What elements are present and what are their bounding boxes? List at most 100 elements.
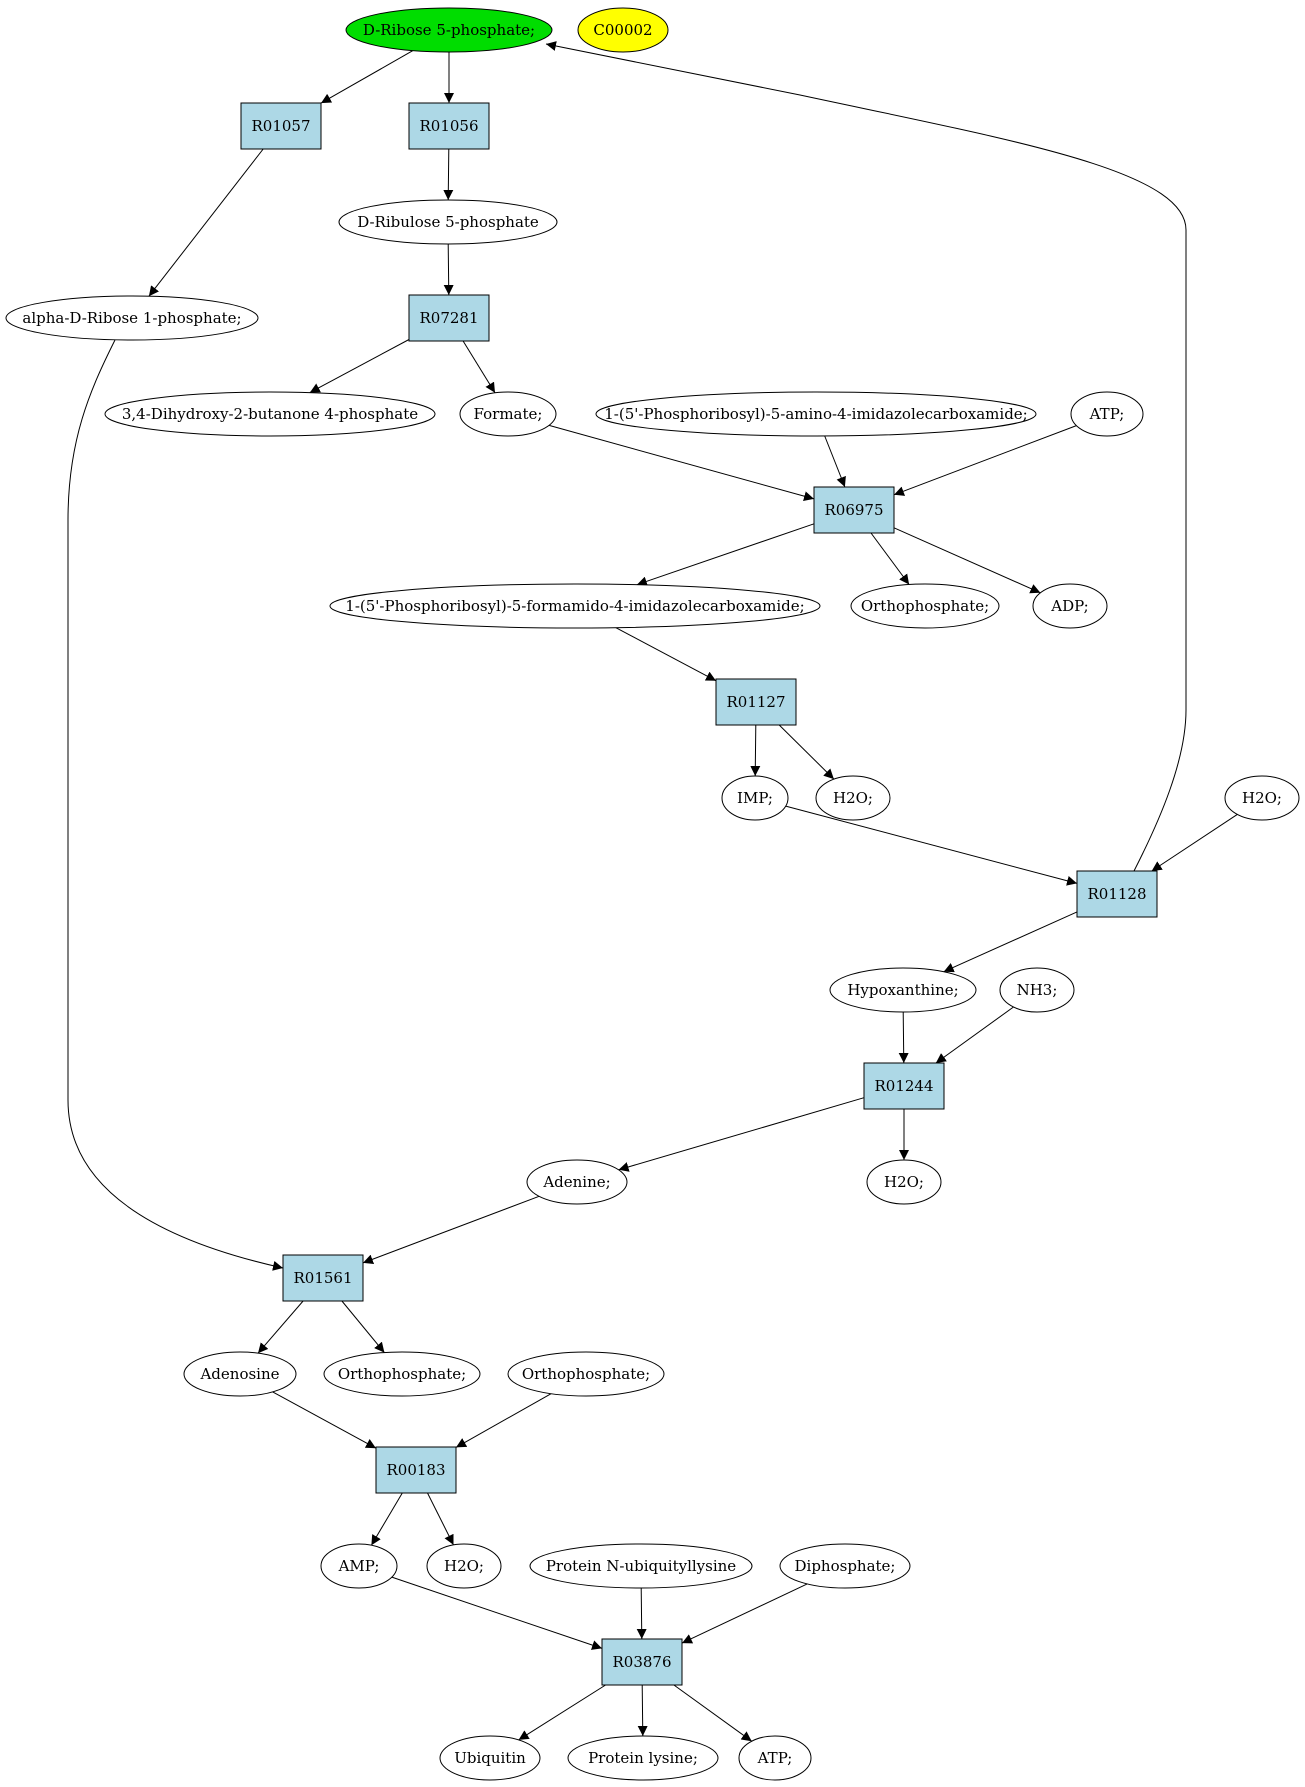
- compound-label: ATP;: [1089, 405, 1125, 423]
- compound-label: ATP;: [757, 1749, 793, 1767]
- edge-r03876-to-c-atp2: [673, 1684, 752, 1742]
- compound-label: Protein N-ubiquityllysine: [546, 1557, 736, 1575]
- compound-node-faicar: 1-(5'-Phosphoribosyl)-5-formamido-4-imid…: [329, 583, 821, 629]
- compound-ellipse: [815, 775, 891, 821]
- compound-node-hypox: Hypoxanthine;: [829, 967, 977, 1013]
- compound-node-imp: IMP;: [721, 775, 789, 821]
- reaction-node-r01561: R01561: [282, 1254, 364, 1302]
- compound-ellipse: [345, 7, 553, 53]
- reaction-box: [715, 678, 797, 726]
- compound-node-c00002: C00002: [577, 7, 669, 53]
- reaction-node-r06975: R06975: [813, 486, 895, 534]
- compound-label: Adenine;: [542, 1173, 610, 1191]
- compound-ellipse: [1032, 583, 1108, 629]
- compound-ellipse: [567, 1735, 719, 1781]
- edge-c-pi3-to-r00183: [455, 1393, 552, 1448]
- compound-ellipse: [338, 199, 558, 245]
- compound-label: H2O;: [444, 1557, 484, 1575]
- compound-ellipse: [529, 1543, 753, 1589]
- edge-r01057-to-c-ribose1p: [148, 148, 264, 297]
- compound-label: Formate;: [474, 405, 543, 423]
- compound-node-h2o4: H2O;: [426, 1543, 502, 1589]
- reaction-node-r03876: R03876: [601, 1638, 683, 1686]
- reaction-label: R06975: [824, 501, 883, 519]
- edge-c-h2o2-to-r01128: [1151, 813, 1238, 872]
- edge-r01127-to-c-h2o1: [778, 724, 835, 780]
- edge-c-hypox-to-r01244: [898, 1011, 909, 1064]
- edge-r03876-to-c-plys: [637, 1684, 648, 1737]
- compound-label: 3,4-Dihydroxy-2-butanone 4-phosphate: [122, 405, 418, 423]
- reaction-label: R03876: [612, 1653, 671, 1671]
- edge-c-ribose1p-to-r01561: [67, 339, 284, 1271]
- compound-node-atp1: ATP;: [1070, 391, 1144, 437]
- edge-r01561-to-c-adenosine: [257, 1300, 304, 1354]
- compound-node-plys: Protein lysine;: [567, 1735, 719, 1781]
- compound-node-pnul: Protein N-ubiquityllysine: [529, 1543, 753, 1589]
- compound-ellipse: [526, 1159, 628, 1205]
- compound-label: D-Ribose 5-phosphate;: [363, 21, 535, 39]
- reaction-label: R01128: [1087, 885, 1146, 903]
- compound-label: D-Ribulose 5-phosphate: [357, 213, 539, 231]
- compound-node-pi2: Orthophosphate;: [323, 1351, 481, 1397]
- edge-r06975-to-c-faicar: [636, 523, 815, 587]
- compound-ellipse: [104, 391, 436, 437]
- compound-ellipse: [721, 775, 789, 821]
- compound-node-ribose1p: alpha-D-Ribose 1-phosphate;: [5, 295, 259, 341]
- edge-r07281-to-c-dhbp: [309, 339, 410, 394]
- compound-node-h2o3: H2O;: [866, 1159, 942, 1205]
- edge-c-ribulose5p-to-r07281: [443, 243, 454, 296]
- compound-label: Diphosphate;: [795, 1557, 896, 1575]
- reaction-box: [408, 294, 490, 342]
- edge-r01244-to-c-adenine: [618, 1097, 865, 1172]
- compound-node-ribulose5p: D-Ribulose 5-phosphate: [338, 199, 558, 245]
- compound-node-aicar: 1-(5'-Phosphoribosyl)-5-amino-4-imidazol…: [595, 391, 1037, 437]
- compound-node-ribose5p: D-Ribose 5-phosphate;: [345, 7, 553, 53]
- compound-ellipse: [999, 967, 1075, 1013]
- compound-node-dhbp: 3,4-Dihydroxy-2-butanone 4-phosphate: [104, 391, 436, 437]
- edge-r07281-to-c-formate: [462, 340, 496, 394]
- edge-r00183-to-c-amp: [370, 1492, 403, 1546]
- reaction-label: R01057: [251, 117, 310, 135]
- edge-c-faicar-to-r01127: [615, 627, 717, 682]
- reaction-box: [282, 1254, 364, 1302]
- compound-label: Orthophosphate;: [861, 597, 989, 615]
- edge-r03876-to-c-ubiquitin: [518, 1684, 606, 1741]
- compound-node-formate: Formate;: [459, 391, 557, 437]
- compound-label: Protein lysine;: [588, 1749, 698, 1767]
- compound-label: Orthophosphate;: [338, 1365, 466, 1383]
- compound-node-h2o2: H2O;: [1224, 775, 1300, 821]
- edge-r01127-to-c-imp: [750, 724, 761, 777]
- compound-ellipse: [426, 1543, 502, 1589]
- compound-label: IMP;: [737, 789, 773, 807]
- edge-c-amp-to-r03876: [391, 1576, 603, 1650]
- compound-ellipse: [829, 967, 977, 1013]
- edge-c-adenine-to-r01561: [362, 1195, 540, 1265]
- reaction-box: [601, 1638, 683, 1686]
- edge-r01561-to-c-pi2: [341, 1300, 385, 1353]
- compound-ellipse: [183, 1351, 297, 1397]
- edge-c-ppi-to-r03876: [681, 1583, 808, 1644]
- compound-node-ppi: Diphosphate;: [779, 1543, 911, 1589]
- edge-c-formate-to-r06975: [548, 424, 815, 502]
- reaction-label: R01244: [874, 1077, 933, 1095]
- compound-ellipse: [329, 583, 821, 629]
- compound-node-nh3: NH3;: [999, 967, 1075, 1013]
- compound-node-ubiquitin: Ubiquitin: [439, 1735, 541, 1781]
- compound-ellipse: [5, 295, 259, 341]
- edge-c-aicar-to-r06975: [824, 435, 846, 488]
- compound-node-amp: AMP;: [320, 1543, 398, 1589]
- compound-ellipse: [850, 583, 1000, 629]
- edge-c-imp-to-r01128: [785, 805, 1078, 886]
- edge-r06975-to-c-pi1: [870, 532, 910, 585]
- edge-c-pnul-to-r03876: [636, 1587, 647, 1640]
- compound-ellipse: [866, 1159, 942, 1205]
- compound-ellipse: [439, 1735, 541, 1781]
- compound-node-atp2: ATP;: [738, 1735, 812, 1781]
- edge-r01128-to-c-ribose5p: [545, 41, 1187, 872]
- compound-ellipse: [1224, 775, 1300, 821]
- edge-r01128-to-c-hypox: [943, 911, 1078, 973]
- reaction-box: [408, 102, 490, 150]
- edge-r06975-to-c-adp: [893, 527, 1041, 594]
